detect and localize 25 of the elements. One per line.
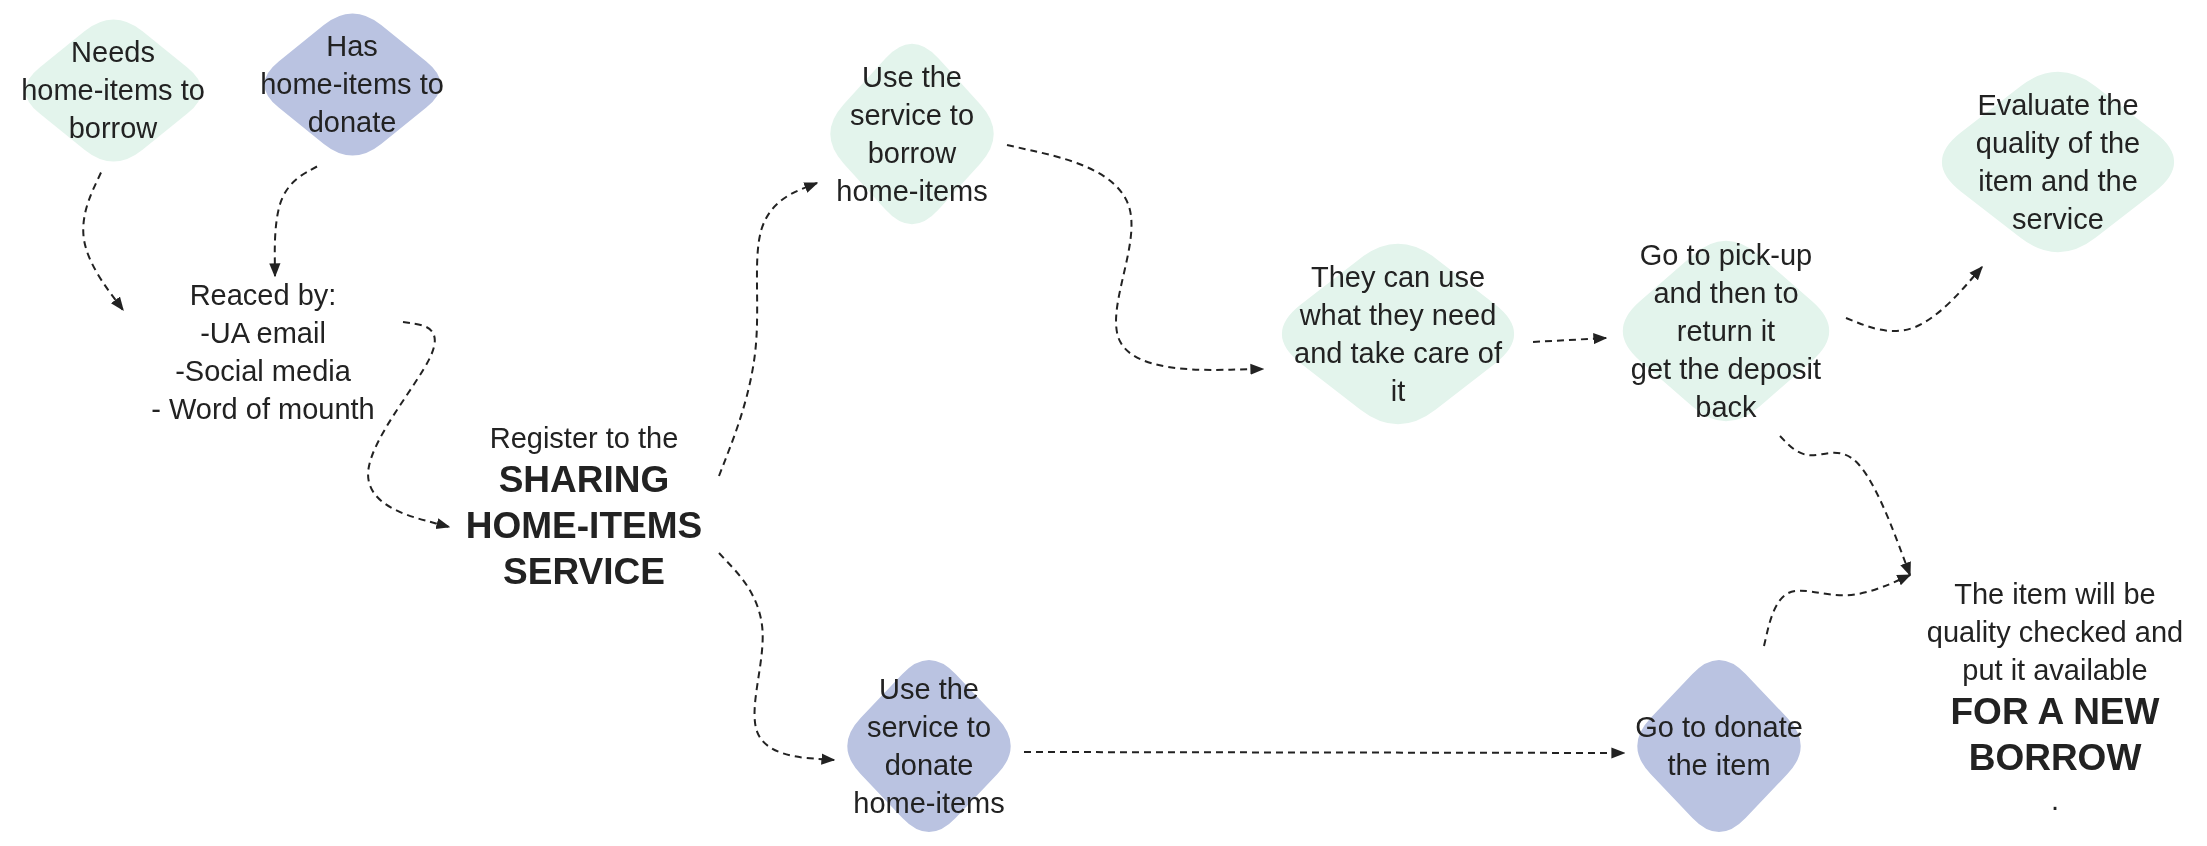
step-text: Register to the SHARING HOME-ITEMS SERVICE xyxy=(449,419,719,595)
step-text: Go to donate the item xyxy=(1634,710,1804,783)
list-item: Reaced by: xyxy=(189,278,337,313)
step-text: get the deposit back xyxy=(1629,352,1823,425)
dashed-arrow xyxy=(718,552,836,765)
step-text: Evaluate the quality of the item and the service xyxy=(1974,88,2142,237)
dashed-arrow xyxy=(1023,747,1626,759)
dashed-arrow xyxy=(718,182,819,477)
step-text: The item will be quality checked and put it available FOR A NEW BORROW. xyxy=(1910,575,2200,819)
dashed-arrow xyxy=(1845,265,1983,332)
dashed-arrow xyxy=(1763,574,1912,647)
step-text: Use the service to donate home-items xyxy=(852,672,1006,821)
list-item: -Social media xyxy=(175,354,351,389)
list-item: -UA email xyxy=(200,316,326,351)
step-text: They can use what they need and take care of it xyxy=(1293,260,1503,409)
dashed-arrow xyxy=(1779,435,1911,577)
dashed-arrow xyxy=(1532,333,1608,345)
dashed-arrow xyxy=(367,321,451,530)
dashed-arrow xyxy=(269,165,318,278)
step-text: Has home-items to donate xyxy=(259,29,445,140)
step-text: Use the service to borrow home-items xyxy=(835,60,989,209)
dashed-arrow xyxy=(82,171,124,312)
dashed-arrow xyxy=(1006,144,1265,375)
list-item: - Word of mounth xyxy=(151,392,375,427)
step-text: Needs home-items to borrow xyxy=(20,35,206,146)
